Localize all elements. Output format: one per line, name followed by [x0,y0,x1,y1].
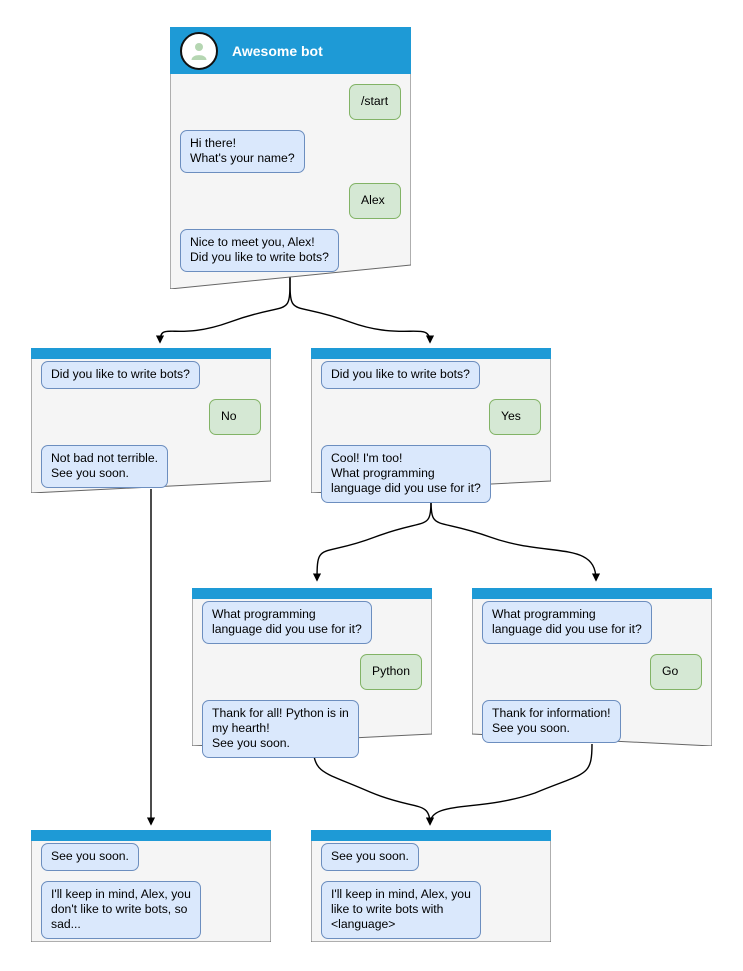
message-row: Yes [321,399,541,435]
node-end-sad-messages: See you soon. I'll keep in mind, Alex, y… [31,843,271,949]
user-message-bubble[interactable]: Alex [349,183,401,219]
message-row: Did you like to write bots? [321,361,541,389]
node-end-sad[interactable]: See you soon. I'll keep in mind, Alex, y… [31,830,271,942]
bot-message-bubble: Cool! I'm too! What programming language… [321,445,491,503]
bot-message-bubble: Nice to meet you, Alex! Did you like to … [180,229,339,272]
bot-message-bubble: Not bad not terrible. See you soon. [41,445,169,488]
node-yes-branch-messages: Did you like to write bots? Yes Cool! I'… [311,361,551,513]
user-message-bubble[interactable]: Yes [489,399,541,435]
node-python-branch[interactable]: What programming language did you use fo… [192,588,432,758]
message-row: Alex [180,183,401,219]
bot-message-bubble: Thank for all! Python is in my hearth! S… [202,700,359,758]
node-end-happy[interactable]: See you soon. I'll keep in mind, Alex, y… [311,830,551,942]
message-row: Nice to meet you, Alex! Did you like to … [180,229,401,272]
message-row: No [41,399,261,435]
message-row: Cool! I'm too! What programming language… [321,445,541,503]
message-row: Python [202,654,422,690]
message-row: Thank for all! Python is in my hearth! S… [202,700,422,758]
node-root-messages: /start Hi there! What's your name? Alex … [170,84,411,282]
bot-message-bubble: Did you like to write bots? [41,361,200,389]
bot-message-bubble: See you soon. [41,843,139,871]
node-go-branch[interactable]: What programming language did you use fo… [472,588,712,746]
node-yes-branch[interactable]: Did you like to write bots? Yes Cool! I'… [311,348,551,503]
bot-message-bubble: I'll keep in mind, Alex, you like to wri… [321,881,481,939]
bot-message-bubble: I'll keep in mind, Alex, you don't like … [41,881,201,939]
bot-title: Awesome bot [232,42,323,59]
bot-message-bubble: What programming language did you use fo… [202,601,372,644]
message-row: I'll keep in mind, Alex, you like to wri… [321,881,541,939]
message-row: What programming language did you use fo… [482,601,702,644]
message-row: See you soon. [321,843,541,871]
user-message-bubble[interactable]: Python [360,654,422,690]
node-no-branch[interactable]: Did you like to write bots? No Not bad n… [31,348,271,493]
node-end-happy-messages: See you soon. I'll keep in mind, Alex, y… [311,843,551,949]
bot-message-bubble: See you soon. [321,843,419,871]
message-row: What programming language did you use fo… [202,601,422,644]
node-root[interactable]: Awesome bot /start Hi there! What's your… [170,27,411,289]
message-row: /start [180,84,401,120]
bot-message-bubble: What programming language did you use fo… [482,601,652,644]
message-row: See you soon. [41,843,261,871]
user-message-bubble[interactable]: No [209,399,261,435]
message-row: Thank for information! See you soon. [482,700,702,743]
node-no-branch-messages: Did you like to write bots? No Not bad n… [31,361,271,498]
edge-go-to-end [425,743,593,826]
node-go-branch-messages: What programming language did you use fo… [472,601,712,753]
bot-message-bubble: Did you like to write bots? [321,361,480,389]
message-row: I'll keep in mind, Alex, you don't like … [41,881,261,939]
person-avatar-icon [180,31,218,70]
bot-message-bubble: Hi there! What's your name? [180,130,305,173]
message-row: Go [482,654,702,690]
message-row: Did you like to write bots? [41,361,261,389]
person-glyph [191,42,207,60]
message-row: Not bad not terrible. See you soon. [41,445,261,488]
bot-header: Awesome bot [170,27,411,74]
message-row: Hi there! What's your name? [180,130,401,173]
node-python-branch-messages: What programming language did you use fo… [192,601,432,768]
user-message-bubble[interactable]: /start [349,84,401,120]
bot-message-bubble: Thank for information! See you soon. [482,700,621,743]
user-message-bubble[interactable]: Go [650,654,702,690]
